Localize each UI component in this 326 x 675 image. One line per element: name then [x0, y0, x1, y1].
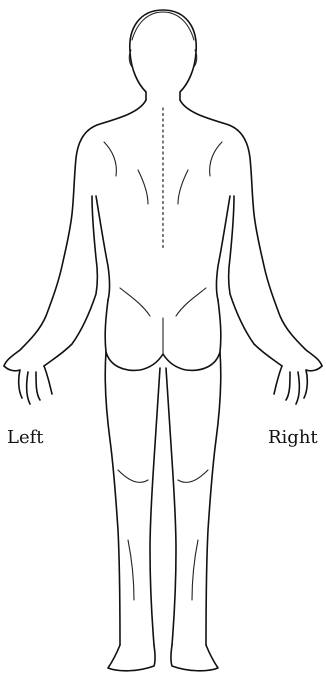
right-foot: [171, 645, 218, 671]
left-leg-inner: [150, 368, 160, 645]
right-back-muscle: [178, 170, 188, 204]
torso-right-outline: [180, 100, 322, 366]
waist-left: [96, 196, 110, 300]
right-hand: [274, 366, 322, 404]
left-calf-detail: [128, 540, 134, 600]
label-right: Right: [268, 429, 318, 447]
left-shoulder-blade: [104, 142, 116, 176]
right-leg-inner: [166, 368, 176, 645]
lower-back-right: [176, 288, 206, 316]
lower-back-left: [120, 288, 150, 316]
hair-line: [132, 12, 194, 40]
left-foot: [108, 645, 155, 671]
left-back-muscle: [138, 170, 148, 204]
torso-left-outline: [4, 100, 146, 366]
right-shoulder-blade: [210, 142, 222, 176]
left-hand: [4, 366, 52, 404]
left-knee-detail: [118, 470, 148, 482]
waist-right: [217, 196, 231, 300]
right-knee-detail: [178, 470, 208, 482]
right-leg-outer: [206, 352, 221, 645]
right-calf-detail: [192, 540, 198, 600]
left-leg-outer: [105, 352, 120, 645]
label-left: Left: [7, 429, 44, 447]
